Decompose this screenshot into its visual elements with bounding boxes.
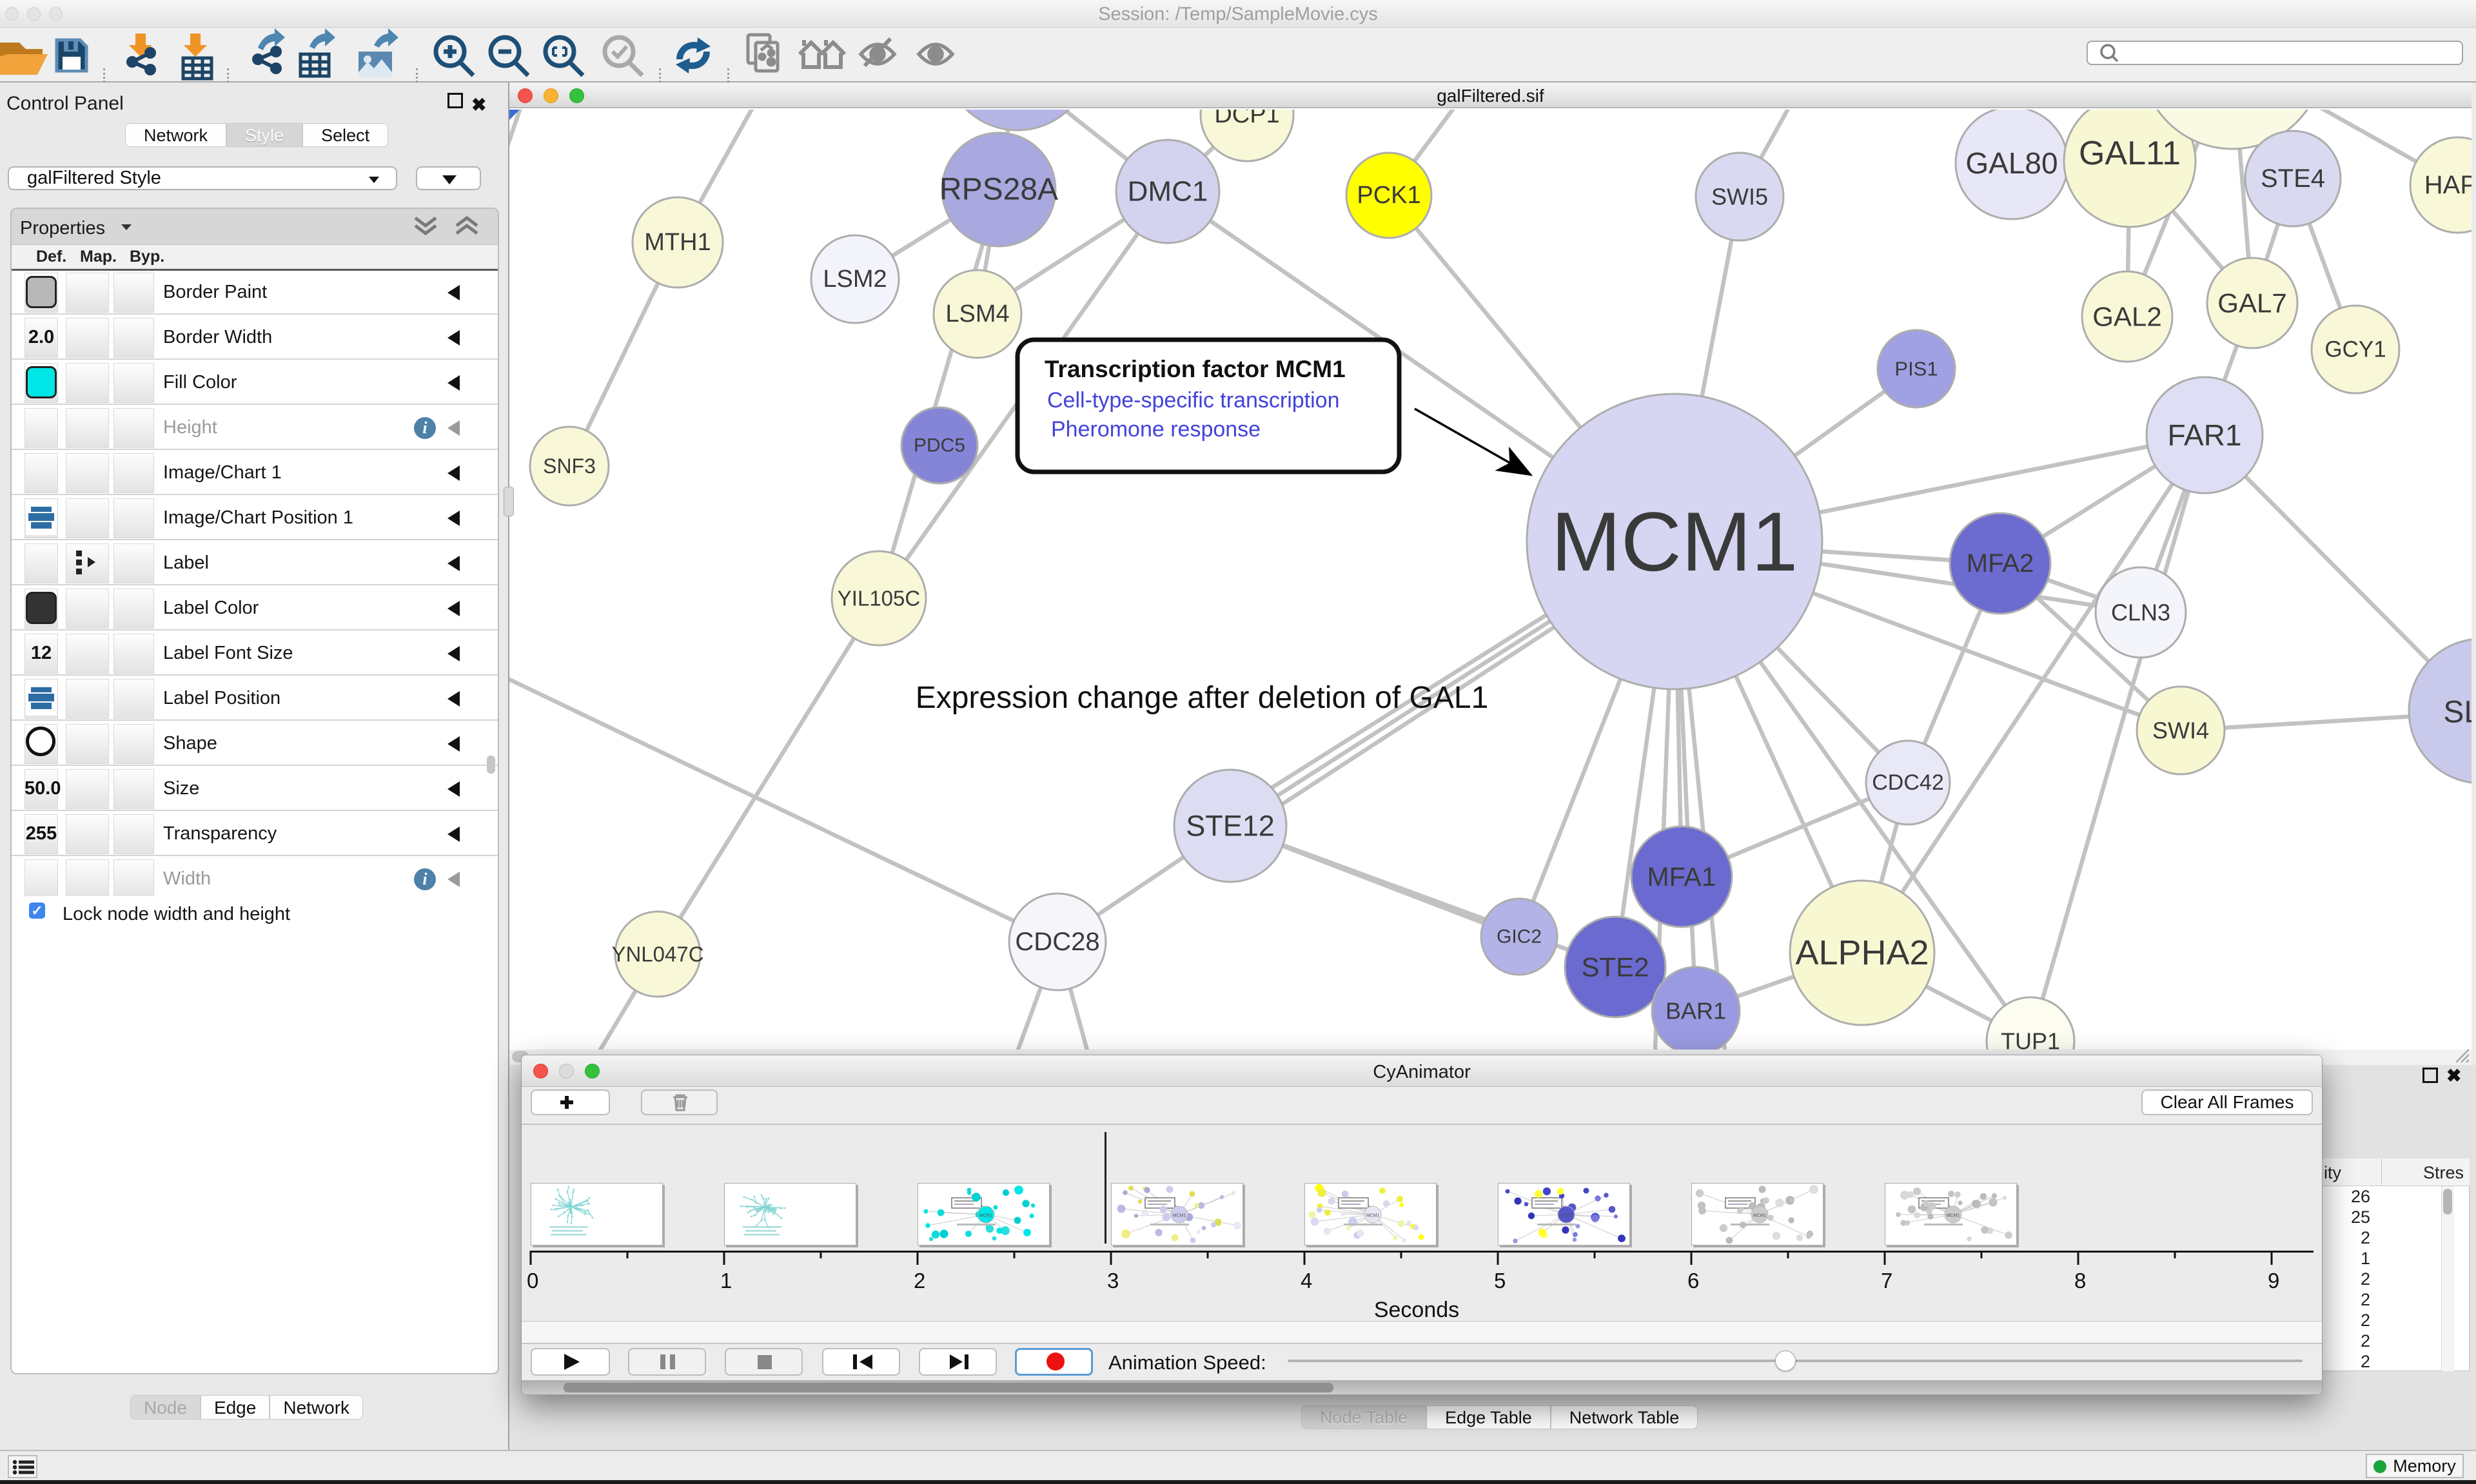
svg-text:GIC2: GIC2 xyxy=(1497,926,1542,948)
svg-text:CDC28: CDC28 xyxy=(1015,928,1099,956)
svg-text:Expression change after deleti: Expression change after deletion of GAL1 xyxy=(916,681,1489,715)
svg-text:9: 9 xyxy=(2268,1269,2279,1293)
svg-text:DCP1: DCP1 xyxy=(1214,110,1279,128)
svg-text:3: 3 xyxy=(1107,1269,1119,1293)
svg-text:PCK1: PCK1 xyxy=(1357,182,1420,209)
svg-text:SLT2: SLT2 xyxy=(2443,696,2471,730)
svg-text:MCM1: MCM1 xyxy=(1366,1214,1380,1218)
svg-text:HAP2: HAP2 xyxy=(2424,171,2471,199)
svg-text:STE12: STE12 xyxy=(1186,810,1275,843)
svg-text:MCM1: MCM1 xyxy=(1551,494,1798,589)
svg-text:LSM2: LSM2 xyxy=(823,266,887,293)
svg-text:CLN3: CLN3 xyxy=(2111,600,2170,626)
svg-text:BAR1: BAR1 xyxy=(1665,998,1726,1024)
svg-text:LSM4: LSM4 xyxy=(945,300,1009,327)
svg-text:MTH1: MTH1 xyxy=(644,229,711,256)
svg-text:DMC1: DMC1 xyxy=(1128,176,1208,208)
svg-text:SNF3: SNF3 xyxy=(543,454,596,478)
svg-text:GAL2: GAL2 xyxy=(2092,302,2161,332)
svg-text:MCM1: MCM1 xyxy=(1753,1214,1767,1218)
svg-text:Cell-type-specific transcripti: Cell-type-specific transcription xyxy=(1047,388,1340,413)
svg-text:STE2: STE2 xyxy=(1581,952,1649,982)
svg-text:4: 4 xyxy=(1301,1269,1312,1293)
svg-text:6: 6 xyxy=(1687,1269,1699,1293)
svg-text:STE4: STE4 xyxy=(2261,164,2325,193)
svg-text:YNL047C: YNL047C xyxy=(611,942,703,966)
svg-text:RPS28A: RPS28A xyxy=(939,173,1058,207)
svg-text:Pheromone response: Pheromone response xyxy=(1051,417,1261,442)
svg-text:2: 2 xyxy=(914,1269,925,1293)
svg-text:GAL80: GAL80 xyxy=(1965,146,2058,180)
svg-text:MCM1: MCM1 xyxy=(1947,1214,1960,1218)
svg-text:GAL11: GAL11 xyxy=(2079,135,2181,172)
svg-text:8: 8 xyxy=(2074,1269,2086,1293)
svg-text:MFA2: MFA2 xyxy=(1967,549,2034,578)
svg-text:1: 1 xyxy=(720,1269,732,1293)
svg-text:YIL105C: YIL105C xyxy=(838,587,920,610)
svg-text:MCM1: MCM1 xyxy=(1560,1214,1573,1218)
svg-text:Transcription factor MCM1: Transcription factor MCM1 xyxy=(1045,356,1346,382)
svg-text:CDC42: CDC42 xyxy=(1872,770,1943,795)
svg-text:FAR1: FAR1 xyxy=(2167,418,2241,452)
svg-text:MCM1: MCM1 xyxy=(1173,1214,1186,1218)
svg-text:MCM1: MCM1 xyxy=(979,1214,993,1218)
svg-text:7: 7 xyxy=(1881,1269,1892,1293)
svg-text:5: 5 xyxy=(1494,1269,1506,1293)
svg-text:RPS28B: RPS28B xyxy=(963,110,1072,113)
svg-text:ALPHA2: ALPHA2 xyxy=(1795,933,1929,972)
svg-text:MFA1: MFA1 xyxy=(1647,862,1716,892)
svg-text:GAL7: GAL7 xyxy=(2217,288,2286,318)
svg-text:SWI4: SWI4 xyxy=(2152,718,2209,744)
svg-text:PDC5: PDC5 xyxy=(914,435,965,456)
svg-text:PIS1: PIS1 xyxy=(1894,358,1938,380)
svg-text:GCY1: GCY1 xyxy=(2324,337,2386,362)
svg-text:0: 0 xyxy=(527,1269,538,1293)
svg-text:SWI5: SWI5 xyxy=(1711,184,1768,210)
